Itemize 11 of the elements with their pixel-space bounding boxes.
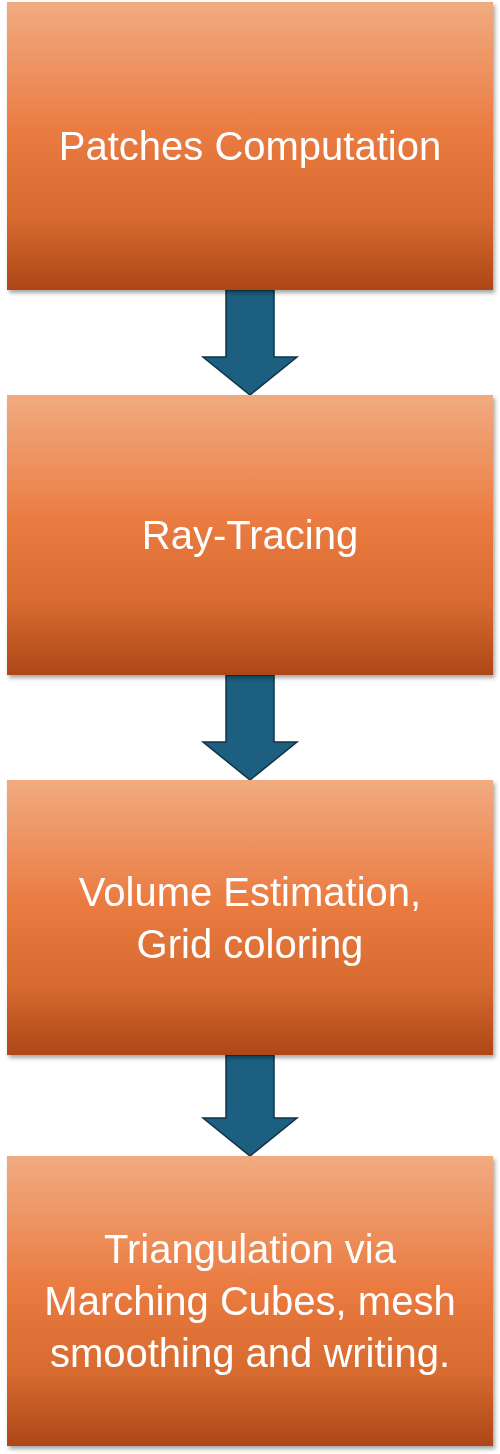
- step-label: Patches Computation: [58, 123, 442, 170]
- block-arrow: [200, 289, 300, 396]
- block-arrow: [200, 1054, 300, 1157]
- block-arrow: [200, 674, 300, 781]
- process-box: [7, 1156, 493, 1446]
- step-label: Volume Estimation, Grid coloring: [77, 868, 423, 968]
- process-box: [7, 395, 493, 675]
- step-label: Triangulation via Marching Cubes, mesh smoothing and writing.: [43, 1226, 457, 1377]
- step-label: Ray-Tracing: [141, 512, 359, 559]
- process-box: [7, 2, 493, 290]
- process-box: [7, 780, 493, 1055]
